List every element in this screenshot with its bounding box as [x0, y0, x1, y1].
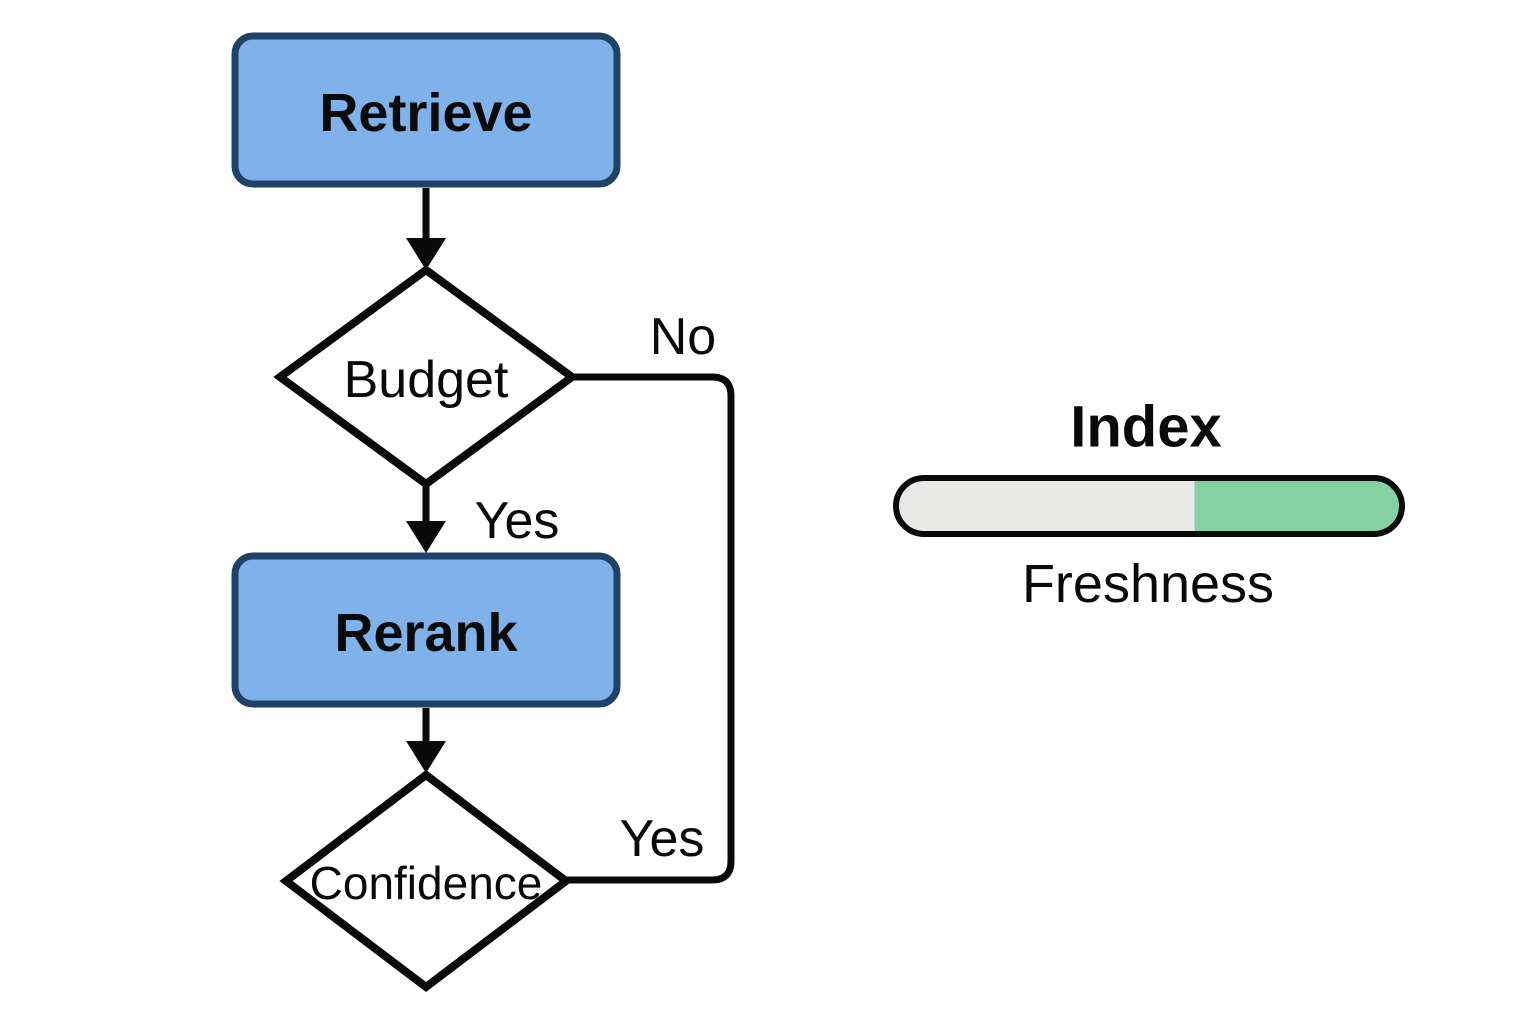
retrieve-node-shape [231, 32, 621, 188]
gauge-fill-segment [1194, 478, 1402, 534]
confidence-node-shape [279, 769, 573, 993]
budget-node-label: Budget [344, 351, 509, 409]
edge-label-no: No [650, 308, 716, 366]
rerank-node-label: Rerank [334, 603, 518, 663]
gauge-caption: Freshness [1022, 554, 1274, 614]
edge-no-loop [566, 373, 735, 884]
arrowhead-budget-rerank [406, 521, 446, 553]
edge-label-budget-yes: Yes [475, 492, 560, 550]
arrowhead-rerank-confidence [406, 741, 446, 773]
rerank-node-shape [231, 552, 621, 708]
arrowhead-retrieve-budget [406, 238, 446, 270]
retrieve-node-label: Retrieve [319, 83, 532, 143]
gauge-outline [893, 475, 1405, 537]
gauge-title: Index [1070, 395, 1222, 460]
confidence-node-label: Confidence [310, 857, 543, 909]
edge-label-confidence-yes: Yes [620, 810, 705, 868]
